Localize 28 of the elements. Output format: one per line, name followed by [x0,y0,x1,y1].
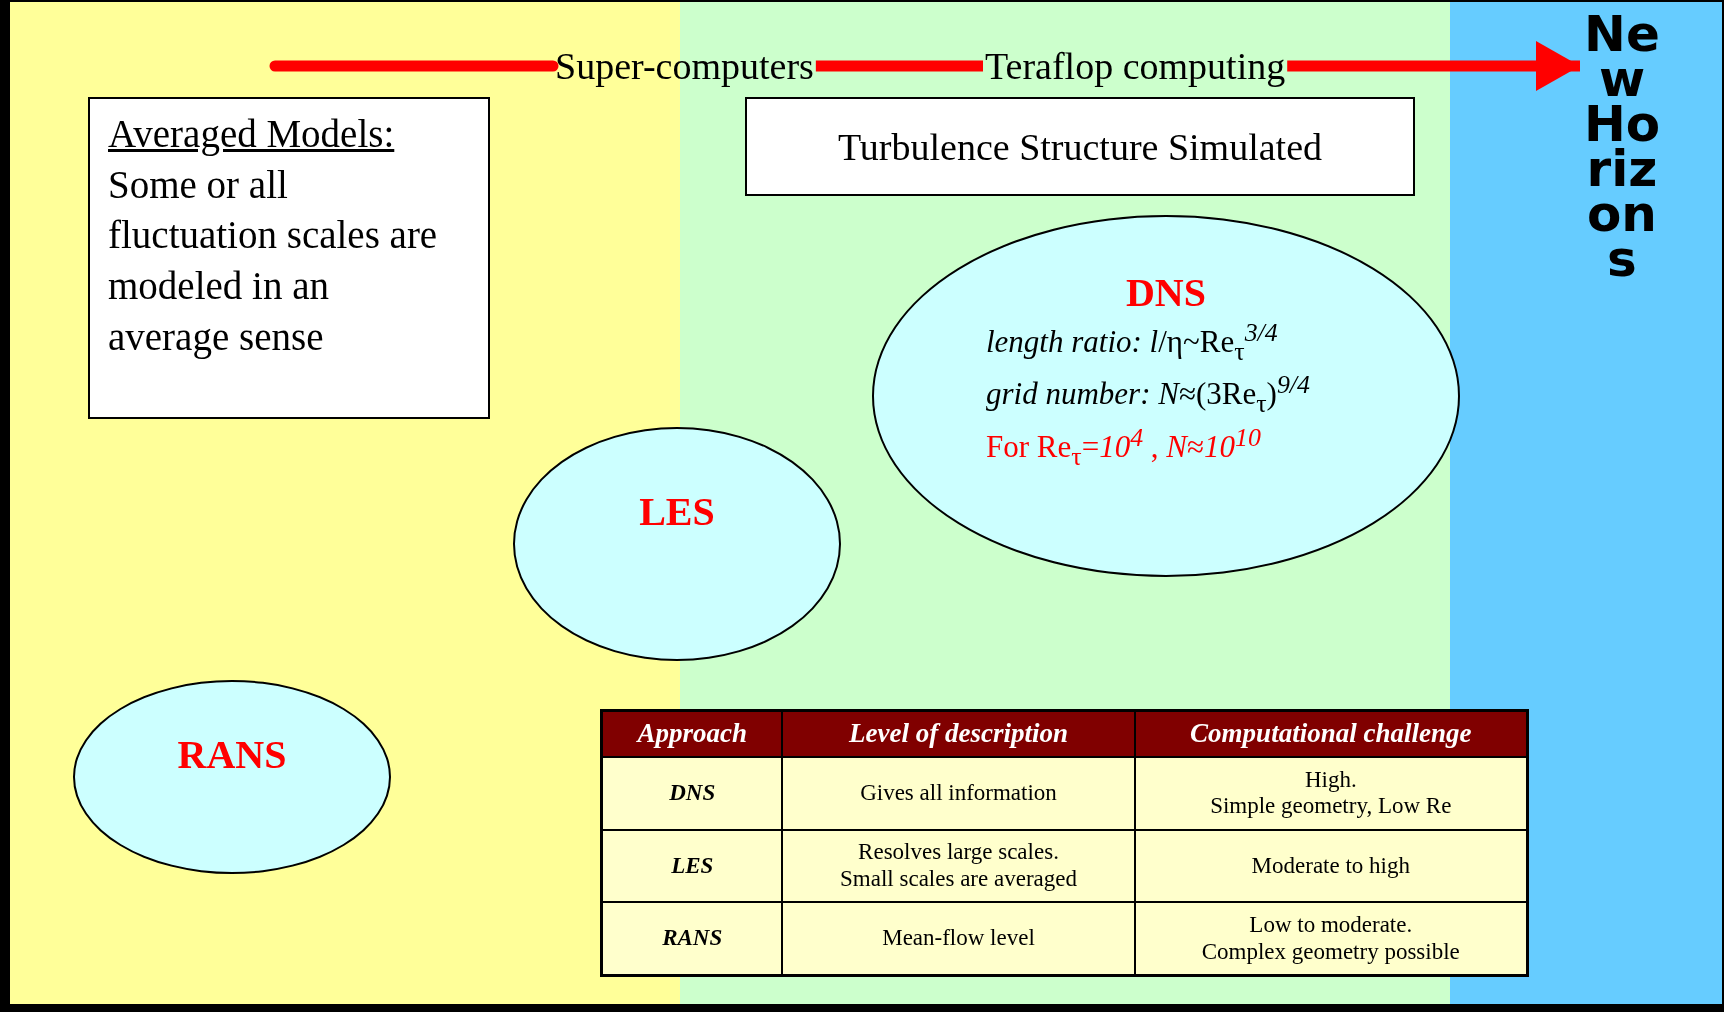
table-cell: Resolves large scales. Small scales are averaged [782,829,1135,903]
connector-line [815,60,983,72]
table-cell: High. Simple geometry, Low Re [1134,756,1528,830]
text-box [745,97,1415,196]
arrow-label: Teraflop computing [985,38,1286,94]
ellipse-title: LES [639,487,715,535]
connector-line [269,60,559,72]
table-cell: Mean-flow level [782,902,1135,976]
formula-text: grid number: N≈(3Re$_{τ}$)$^{9/4}$ [986,369,1310,420]
table-cell: RANS [601,902,783,976]
ellipse-title: RANS [177,730,287,778]
vertical-title: New Horizons [1582,12,1662,282]
table-header-cell: Computational challenge [1134,710,1528,757]
table-cell: DNS [601,756,783,830]
formula-text: For Re$_{τ}$=10$^{4}$ , N≈10$^{10}$ [986,421,1261,473]
table-cell: Moderate to high [1134,829,1528,903]
body-text: Some or all fluctuation scales are modeled in an average sense [108,161,439,361]
arrow-label: Super-computers [555,38,814,94]
heading-text: Averaged Models: [108,111,396,158]
ellipse-title: DNS [1126,269,1206,317]
arrow [1287,41,1580,91]
box-text: Turbulence Structure Simulated [837,124,1323,169]
table-cell: LES [601,829,783,903]
table-header-cell: Approach [601,710,783,757]
table-header-cell: Level of description [782,710,1135,757]
text-box [88,97,490,419]
table-cell: Gives all information [782,756,1135,830]
table-cell: Low to moderate. Complex geometry possible [1134,902,1528,976]
